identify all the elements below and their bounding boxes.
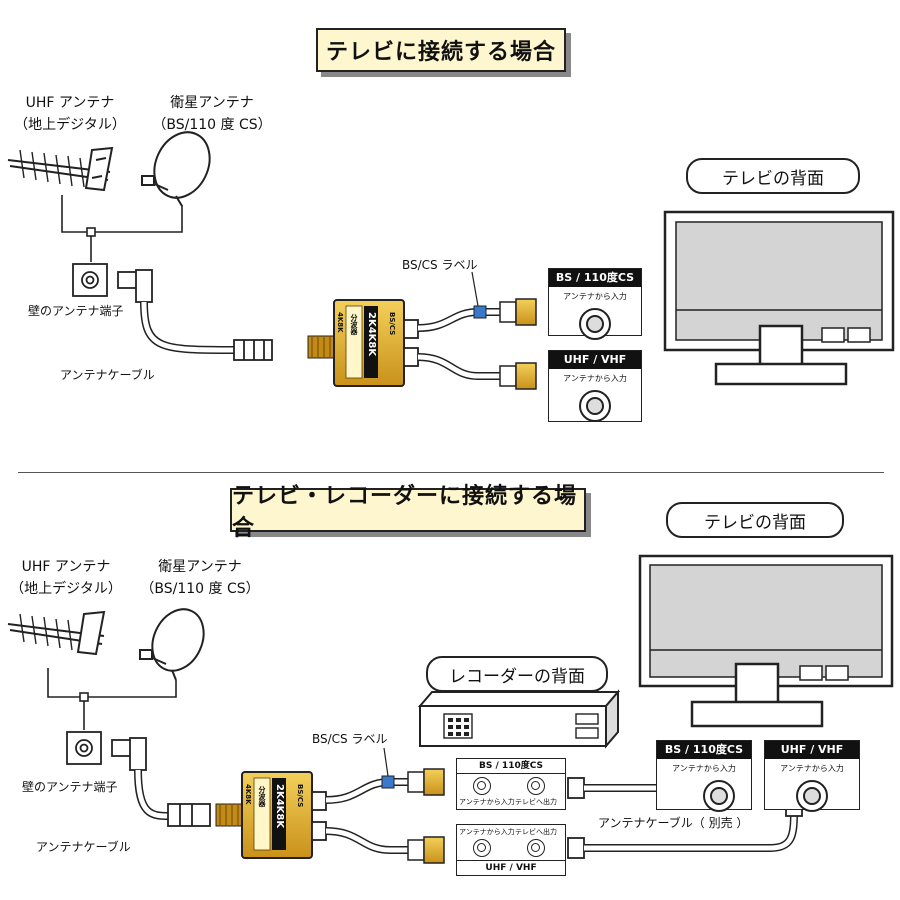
splitter-sub-text-2: 分波器 xyxy=(258,786,266,807)
separate-cable-label: アンテナケーブル（ 別売 ） xyxy=(598,816,749,830)
wall-outlet-label: 壁のアンテナ端子 xyxy=(28,304,124,318)
tv-icon-2 xyxy=(638,554,894,728)
satellite-antenna-label-2-line1: 衛星アンテナ xyxy=(158,559,242,575)
uhf-antenna-icon xyxy=(7,146,114,192)
coax-port-icon[interactable] xyxy=(579,390,611,422)
tv-bs-port-sub: アンテナから入力 xyxy=(563,292,627,301)
coax-port-icon[interactable] xyxy=(579,308,611,340)
tv-uhf-port-panel: UHF / VHF アンテナから入力 xyxy=(548,350,642,422)
tv-bs-port-panel-2: BS / 110度CS アンテナから入力 xyxy=(656,740,752,812)
tv-bs-port-panel: BS / 110度CS アンテナから入力 xyxy=(548,268,642,340)
recorder-uhf-title: UHF / VHF xyxy=(457,860,565,875)
satellite-antenna-label-2-line2: （BS/110 度 CS） xyxy=(140,581,260,597)
recorder-uhf-out-label: テレビへ出力 xyxy=(515,828,557,836)
recorder-bs-in-label: アンテナから入力 xyxy=(459,798,515,806)
antenna-cable-label-2: アンテナケーブル xyxy=(36,840,131,854)
coax-port-icon[interactable] xyxy=(796,780,828,812)
section-divider xyxy=(18,472,884,473)
recorder-bs-in-port-icon[interactable] xyxy=(473,777,491,795)
bscs-label-text: BS/CS ラベル xyxy=(402,258,478,272)
recorder-bs-out-label: テレビへ出力 xyxy=(515,798,557,806)
tv-uhf-port-title: UHF / VHF xyxy=(549,351,641,369)
recorder-uhf-panel: アンテナから入力 テレビへ出力 UHF / VHF xyxy=(456,824,566,876)
satellite-antenna-label-2: 衛星アンテナ （BS/110 度 CS） xyxy=(136,556,264,600)
splitter-icon-2 xyxy=(215,747,445,864)
tv-back-label-2: テレビの背面 xyxy=(666,502,844,538)
splitter-main-text-2: 2K4K8K xyxy=(274,784,285,829)
recorder-back-label: レコーダーの背面 xyxy=(426,656,608,692)
recorder-uhf-in-port-icon[interactable] xyxy=(473,839,491,857)
wall-outlet-label-2: 壁のアンテナ端子 xyxy=(22,780,118,794)
recorder-icon xyxy=(417,689,621,749)
recorder-bs-out-port-icon[interactable] xyxy=(527,777,545,795)
wall-outlet-icon xyxy=(72,263,108,297)
bscs-label-text-2: BS/CS ラベル xyxy=(312,732,388,746)
uhf-antenna-label-2: UHF アンテナ （地上デジタル） xyxy=(4,556,128,600)
recorder-bs-panel: BS / 110度CS アンテナから入力 テレビへ出力 xyxy=(456,758,566,810)
satellite-antenna-label-line2: （BS/110 度 CS） xyxy=(152,117,272,133)
splitter-tag-text-2: BS/CS xyxy=(296,784,304,808)
splitter-tag-text: BS/CS xyxy=(388,312,396,336)
splitter-side-text-2: 4K8K xyxy=(244,784,252,805)
coax-port-icon[interactable] xyxy=(703,780,735,812)
uhf-antenna-icon-2 xyxy=(7,610,106,656)
tv-uhf-port-title-2: UHF / VHF xyxy=(765,741,859,759)
satellite-dish-icon-2 xyxy=(139,608,205,681)
splitter-sub-text: 分波器 xyxy=(350,314,358,335)
tv-uhf-port-sub: アンテナから入力 xyxy=(563,374,627,383)
tv-back-label: テレビの背面 xyxy=(686,158,860,194)
recorder-uhf-in-label: アンテナから入力 xyxy=(459,828,515,836)
tv-bs-port-title: BS / 110度CS xyxy=(549,269,641,287)
uhf-antenna-label-2-line1: UHF アンテナ xyxy=(21,559,111,575)
tv-bs-port-title-2: BS / 110度CS xyxy=(657,741,751,759)
uhf-antenna-label-line1: UHF アンテナ xyxy=(25,95,115,111)
splitter-main-text: 2K4K8K xyxy=(366,312,377,357)
uhf-antenna-label: UHF アンテナ （地上デジタル） xyxy=(8,92,132,136)
section-title-tv: テレビに接続する場合 xyxy=(316,28,566,72)
wall-outlet-icon-2 xyxy=(66,731,102,765)
uhf-antenna-label-2-line2: （地上デジタル） xyxy=(10,581,122,597)
section-title-tv-recorder: テレビ・レコーダーに接続する場合 xyxy=(230,484,586,541)
satellite-antenna-label-line1: 衛星アンテナ xyxy=(170,95,254,111)
bscs-label-tag xyxy=(473,305,487,319)
satellite-dish-icon xyxy=(141,131,211,207)
recorder-bs-title: BS / 110度CS xyxy=(457,759,565,774)
splitter-side-text: 4K8K xyxy=(336,312,344,333)
antenna-cable-label: アンテナケーブル xyxy=(60,368,155,382)
tv-uhf-port-sub-2: アンテナから入力 xyxy=(780,764,844,773)
uhf-antenna-label-line2: （地上デジタル） xyxy=(14,117,126,133)
tv-icon xyxy=(663,210,895,386)
tv-bs-port-sub-2: アンテナから入力 xyxy=(672,764,736,773)
satellite-antenna-label: 衛星アンテナ （BS/110 度 CS） xyxy=(148,92,276,136)
bscs-label-tag-2 xyxy=(381,775,395,789)
splitter-icon xyxy=(307,271,537,390)
recorder-uhf-out-port-icon[interactable] xyxy=(527,839,545,857)
tv-uhf-port-panel-2: UHF / VHF アンテナから入力 xyxy=(764,740,860,812)
